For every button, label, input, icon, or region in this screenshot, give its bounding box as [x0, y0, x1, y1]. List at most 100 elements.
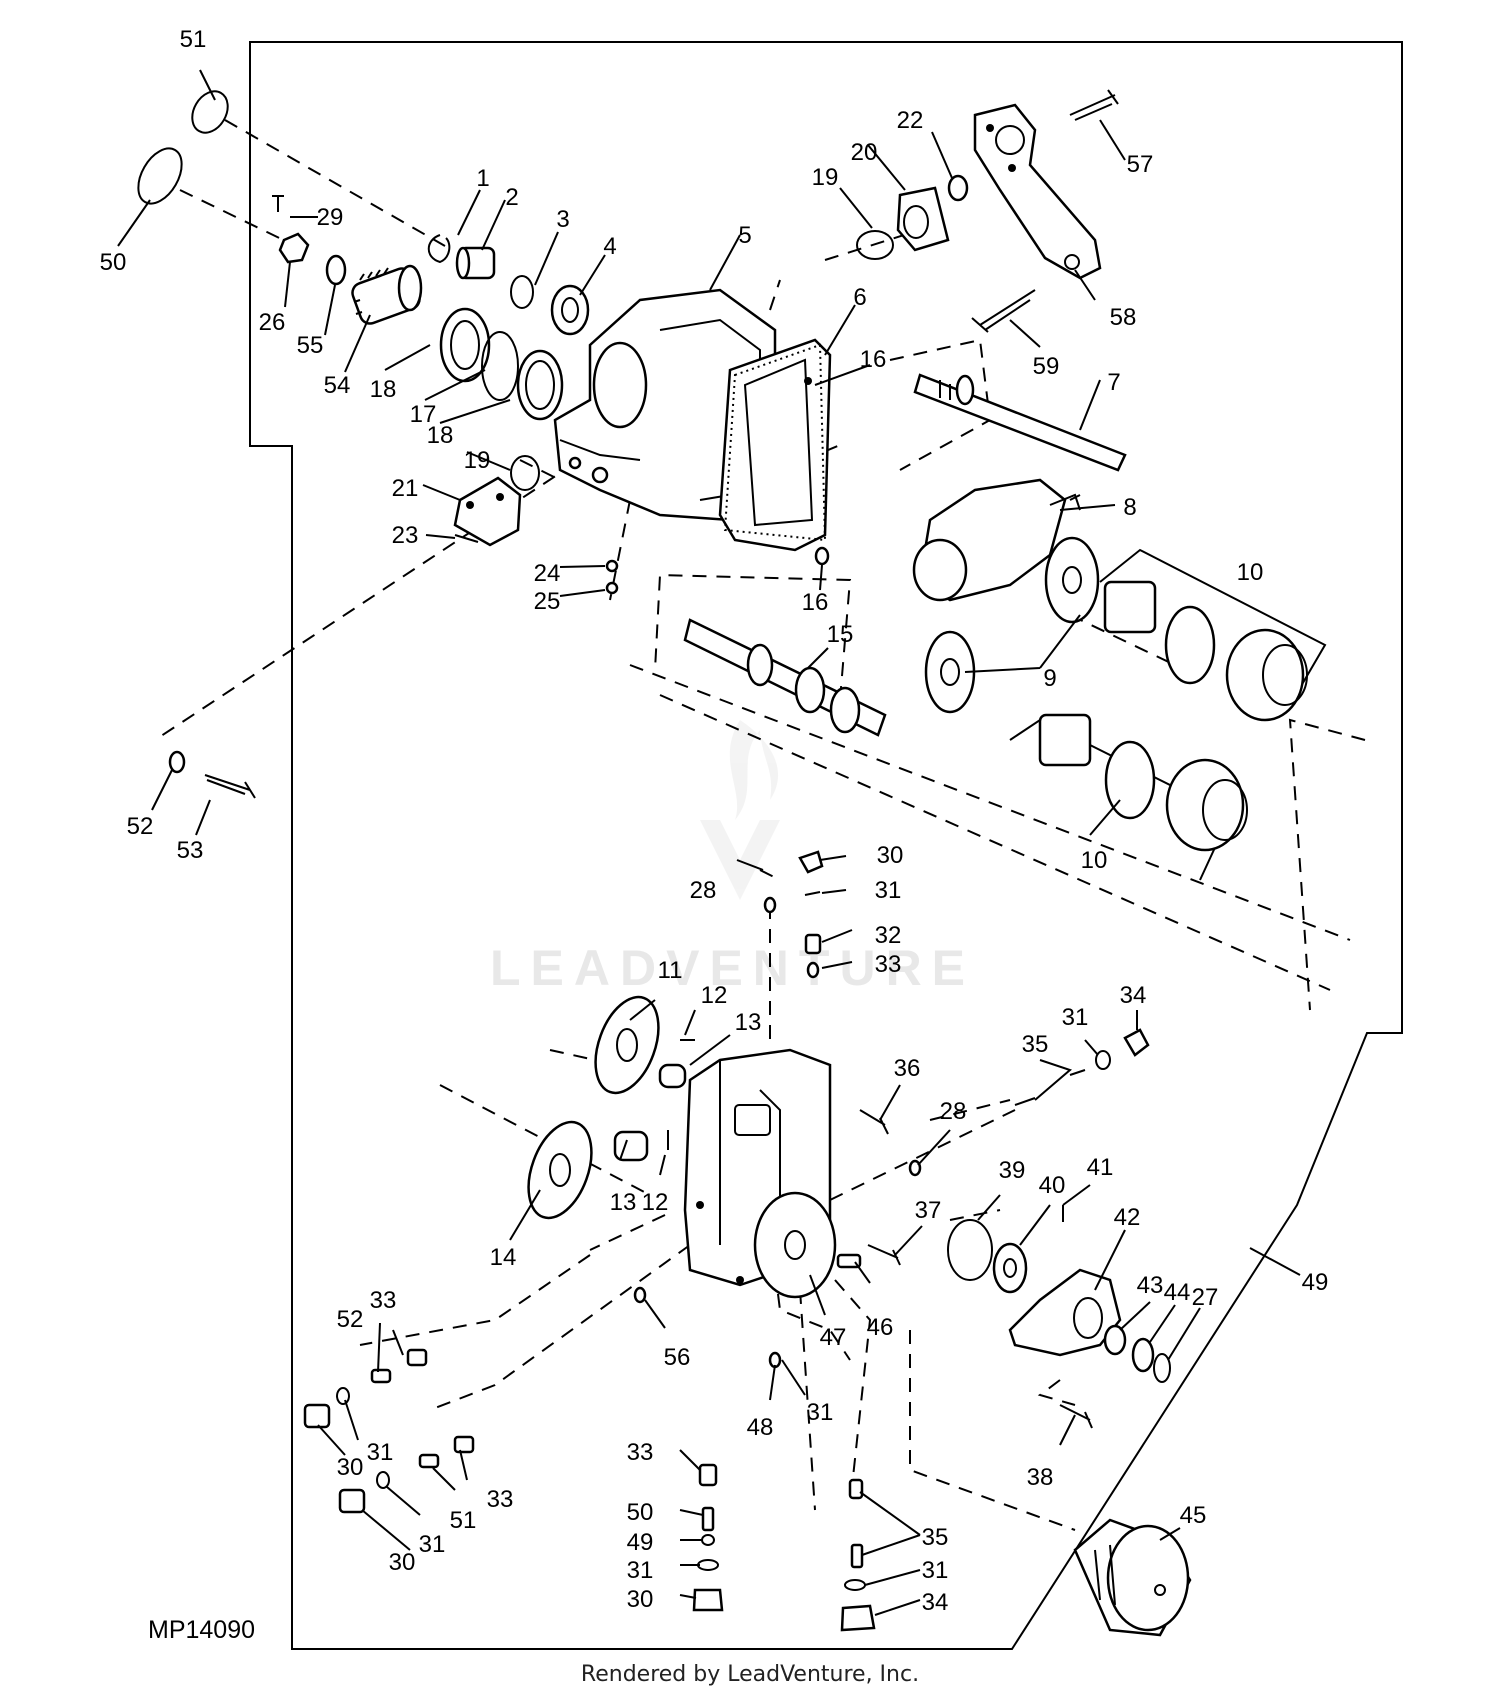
bushing-2-icon	[455, 246, 496, 280]
callout-40: 40	[1039, 1172, 1066, 1199]
callout-26: 26	[259, 309, 286, 336]
callout-45: 45	[1180, 1502, 1207, 1529]
fitting-35-bottom-upper-icon	[848, 1478, 864, 1500]
callout-20: 20	[851, 139, 878, 166]
o-ring-54-icon	[137, 147, 183, 205]
callout-31-left-upper: 31	[367, 1439, 394, 1466]
dashed-leaders	[154, 119, 1366, 1531]
figure-code: MP14090	[148, 1616, 255, 1644]
camshaft-15-icon	[683, 618, 887, 737]
nut-26-icon	[278, 232, 310, 264]
callout-34-bottom: 34	[922, 1589, 949, 1616]
callout-28-top: 28	[690, 877, 717, 904]
callout-62: 58	[1110, 304, 1137, 331]
callout-30-left-upper: 30	[337, 1454, 364, 1481]
callout-31-left-lower: 31	[419, 1531, 446, 1558]
callout-38: 38	[1027, 1464, 1054, 1491]
callout-58: 54	[324, 372, 351, 399]
callout-34-right: 34	[1120, 982, 1147, 1009]
callout-47: 47	[820, 1324, 847, 1351]
callout-43: 43	[1137, 1272, 1164, 1299]
callout-1: 1	[476, 165, 489, 192]
filter-base-42-icon	[1008, 1268, 1122, 1357]
callout-31-right: 31	[1062, 1004, 1089, 1031]
callout-2: 2	[505, 184, 518, 211]
washer-59-icon	[325, 254, 347, 286]
seal-19-upper-icon	[856, 230, 894, 260]
callout-49: 49	[627, 1529, 654, 1556]
plug-33-bottom-icon	[698, 1463, 718, 1487]
callout-31-bottom-left: 31	[627, 1557, 654, 1584]
fitting-35-bottom-lower-icon	[850, 1543, 864, 1569]
callout-42: 42	[1114, 1204, 1141, 1231]
bearing-18-upper-icon	[439, 307, 491, 383]
plug-30-left-lower-icon	[338, 1488, 366, 1514]
callout-60: 56	[664, 1344, 691, 1371]
callout-36: 36	[894, 1055, 921, 1082]
plug-34-bottom-icon	[840, 1604, 876, 1632]
spring-46-icon	[836, 1253, 862, 1269]
callout-12-lower: 12	[642, 1189, 669, 1216]
bearing-4-icon	[550, 284, 590, 336]
bolt-38-icon	[1059, 1404, 1093, 1429]
ring-44-icon	[1131, 1337, 1155, 1373]
callout-44: 44	[1164, 1279, 1191, 1306]
render-credit: Rendered by LeadVenture, Inc.	[581, 1662, 919, 1687]
plug-33-left-lower-icon	[453, 1435, 475, 1454]
o-ring-39-icon	[947, 1219, 993, 1281]
callout-50: 50	[627, 1499, 654, 1526]
adapter-40-icon	[992, 1242, 1028, 1294]
callout-30-top: 30	[877, 842, 904, 869]
callout-19-lower: 19	[464, 447, 491, 474]
callout-19-upper: 19	[812, 164, 839, 191]
callout-33-left-upper: 33	[370, 1287, 397, 1314]
callout-35-bottom: 35	[922, 1524, 949, 1551]
callout-52: 52	[337, 1306, 364, 1333]
watermark-logo	[700, 720, 780, 900]
callout-53: 49	[1302, 1269, 1329, 1296]
o-ring-31-left-lower-icon	[376, 1471, 390, 1489]
plug-33-top-icon	[806, 961, 820, 979]
plug-33-left-upper-icon	[406, 1348, 428, 1367]
fitting-52-icon	[370, 1368, 392, 1384]
callout-33-top: 33	[875, 951, 902, 978]
callout-labels: 51 50 1 2 29 3 4 5 26 55 54 18 17 18 19 …	[100, 26, 1329, 1616]
callout-13-upper: 13	[735, 1009, 762, 1036]
nut-22-icon	[947, 174, 969, 202]
plug-24-icon	[605, 559, 619, 573]
callout-10-top: 10	[1237, 559, 1264, 586]
callout-8: 8	[1123, 494, 1136, 521]
cover-21-icon	[453, 476, 522, 547]
bolt-37-icon	[867, 1244, 901, 1266]
callout-59: 55	[297, 332, 324, 359]
plug-30-top-icon	[798, 850, 824, 874]
callout-30-left-lower: 30	[389, 1549, 416, 1576]
callout-5: 5	[738, 222, 751, 249]
callout-14: 14	[490, 1244, 517, 1271]
plug-34-right-icon	[1123, 1028, 1150, 1057]
callout-16-lower: 16	[802, 589, 829, 616]
callout-11: 11	[658, 957, 683, 984]
plug-48-icon	[768, 1351, 782, 1369]
callout-57: 53	[177, 837, 204, 864]
spring-50-icon	[701, 1506, 715, 1532]
washer-56-icon	[168, 750, 186, 774]
spring-32-icon	[804, 933, 822, 955]
callout-18-upper: 18	[370, 376, 397, 403]
plug-60-icon	[633, 1286, 647, 1304]
fitting-51-icon	[418, 1453, 440, 1469]
callout-41: 41	[1087, 1154, 1114, 1181]
callout-27: 27	[1192, 1284, 1219, 1311]
callout-51: 51	[450, 1507, 477, 1534]
callout-13-lower: 13	[610, 1189, 637, 1216]
swashplate-8-icon	[912, 478, 1081, 602]
bolt-63-icon	[971, 289, 1036, 333]
callout-9: 9	[1043, 665, 1056, 692]
callout-54: 50	[100, 249, 127, 276]
callout-31-top: 31	[875, 877, 902, 904]
callout-4: 4	[603, 233, 616, 260]
cover-20-icon	[896, 186, 950, 252]
callout-25: 25	[534, 588, 561, 615]
plug-30-bottom-icon	[692, 1588, 724, 1612]
valve-plate-11-icon	[594, 995, 660, 1095]
